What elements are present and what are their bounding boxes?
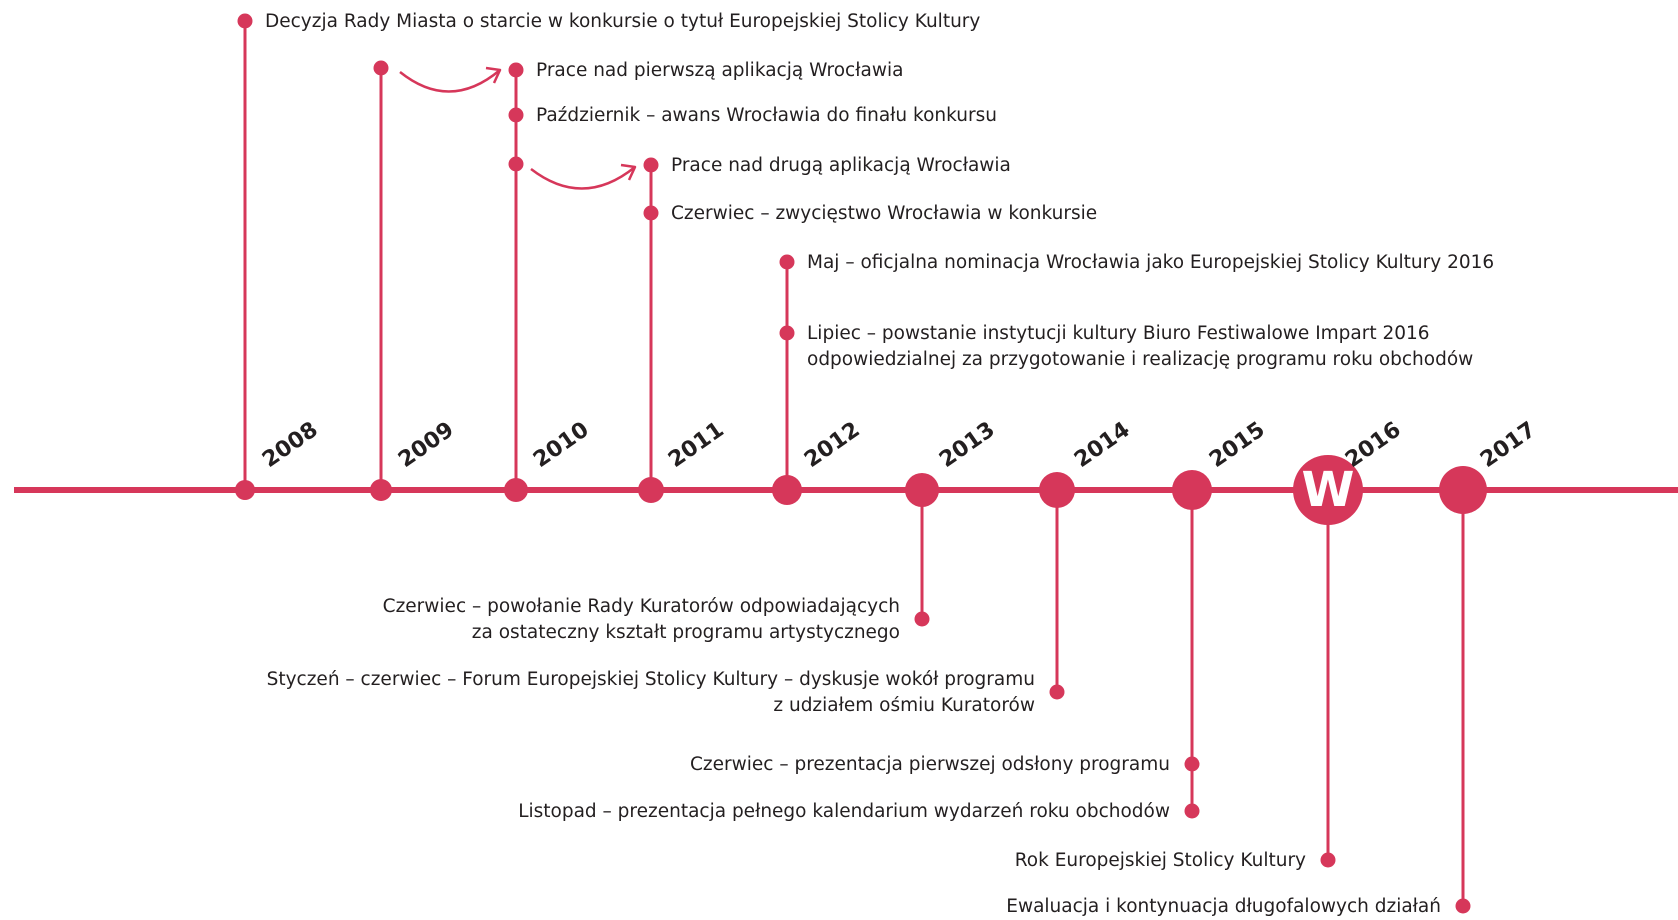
event-text-below: Ewaluacja i kontynuacja długofalowych dz… [1006,896,1441,917]
year-node-2012 [772,475,802,505]
event-text-below: Czerwiec – prezentacja pierwszej odsłony… [690,754,1170,775]
year-node-2009 [370,479,392,501]
event-dot-below [1184,756,1200,772]
event-line: Ewaluacja i kontynuacja długofalowych dz… [1006,896,1441,917]
event-line: Decyzja Rady Miasta o starcie w konkursi… [265,11,980,32]
year-label-2016: 2016 [1341,417,1405,473]
event-dot-2009-start [373,60,389,76]
logo-letter: W [1302,462,1355,518]
arrow-2009-2010 [399,69,501,93]
timeline-stems [243,21,1465,906]
event-text-above: Maj – oficjalna nominacja Wrocławia jako… [807,252,1494,273]
event-line: z udziałem ośmiu Kuratorów [773,695,1035,716]
logo-node-2016 [1293,455,1363,525]
event-dot-above [779,254,795,270]
event-text-above: Czerwiec – zwycięstwo Wrocławia w konkur… [671,203,1097,224]
event-text-below: Listopad – prezentacja pełnego kalendari… [518,801,1170,822]
event-dot-below [1184,803,1200,819]
event-text-below: Styczeń – czerwiec – Forum Europejskiej … [267,669,1035,716]
event-line: Czerwiec – prezentacja pierwszej odsłony… [690,754,1170,775]
event-dot-below [1455,898,1471,914]
event-dot-above [237,13,253,29]
year-nodes: W [235,455,1487,525]
transition-arrows [399,66,637,190]
event-dot-below [1320,852,1336,868]
event-line: Styczeń – czerwiec – Forum Europejskiej … [267,669,1035,690]
year-label-2008: 2008 [258,417,322,473]
year-label-2010: 2010 [529,417,593,473]
year-node-2015 [1172,470,1212,510]
year-node-2011 [638,477,664,503]
event-line: Rok Europejskiej Stolicy Kultury [1015,850,1306,871]
year-node-2017 [1439,466,1487,514]
event-line: za ostateczny kształt programu artystycz… [472,622,900,643]
year-label-2011: 2011 [664,417,728,473]
event-line: Czerwiec – powołanie Rady Kuratorów odpo… [383,596,900,617]
event-text-below: Czerwiec – powołanie Rady Kuratorów odpo… [383,596,900,643]
event-line: Prace nad drugą aplikacją Wrocławia [671,155,1011,176]
year-node-2008 [235,480,255,500]
event-text-above: Prace nad drugą aplikacją Wrocławia [671,155,1011,176]
year-node-2013 [905,473,939,507]
event-line: Listopad – prezentacja pełnego kalendari… [518,801,1170,822]
event-texts: Decyzja Rady Miasta o starcie w konkursi… [265,11,1494,917]
event-dot-above [643,205,659,221]
year-label-2014: 2014 [1070,417,1134,473]
event-dot-above [508,107,524,123]
event-dots [237,13,1471,914]
event-line: Lipiec – powstanie instytucji kultury Bi… [807,323,1430,344]
event-line: odpowiedzialnej za przygotowanie i reali… [807,349,1473,370]
year-node-2014 [1039,472,1075,508]
event-text-below: Rok Europejskiej Stolicy Kultury [1015,850,1306,871]
event-line: Październik – awans Wrocławia do finału … [536,105,997,126]
year-label-2009: 2009 [394,417,458,473]
year-label-2015: 2015 [1205,417,1269,473]
arrow-2010-2011-head [620,163,637,181]
event-dot-2010-start [508,156,524,172]
arrow-2009-2010-head [485,66,502,84]
event-line: Prace nad pierwszą aplikacją Wrocławia [536,60,903,81]
event-text-above: Decyzja Rady Miasta o starcie w konkursi… [265,11,980,32]
event-text-above: Październik – awans Wrocławia do finału … [536,105,997,126]
year-label-2013: 2013 [935,417,999,473]
arrow-2010-2011 [530,166,636,190]
year-label-2012: 2012 [800,417,864,473]
event-line: Czerwiec – zwycięstwo Wrocławia w konkur… [671,203,1097,224]
event-dot-below [914,611,930,627]
event-line: Maj – oficjalna nominacja Wrocławia jako… [807,252,1494,273]
event-dot-below [1049,684,1065,700]
event-text-above: Prace nad pierwszą aplikacją Wrocławia [536,60,903,81]
event-dot-above [643,157,659,173]
year-node-2010 [504,478,528,502]
year-label-2017: 2017 [1476,417,1540,473]
event-dot-above [779,325,795,341]
event-dot-above [508,62,524,78]
event-text-above: Lipiec – powstanie instytucji kultury Bi… [807,323,1473,370]
